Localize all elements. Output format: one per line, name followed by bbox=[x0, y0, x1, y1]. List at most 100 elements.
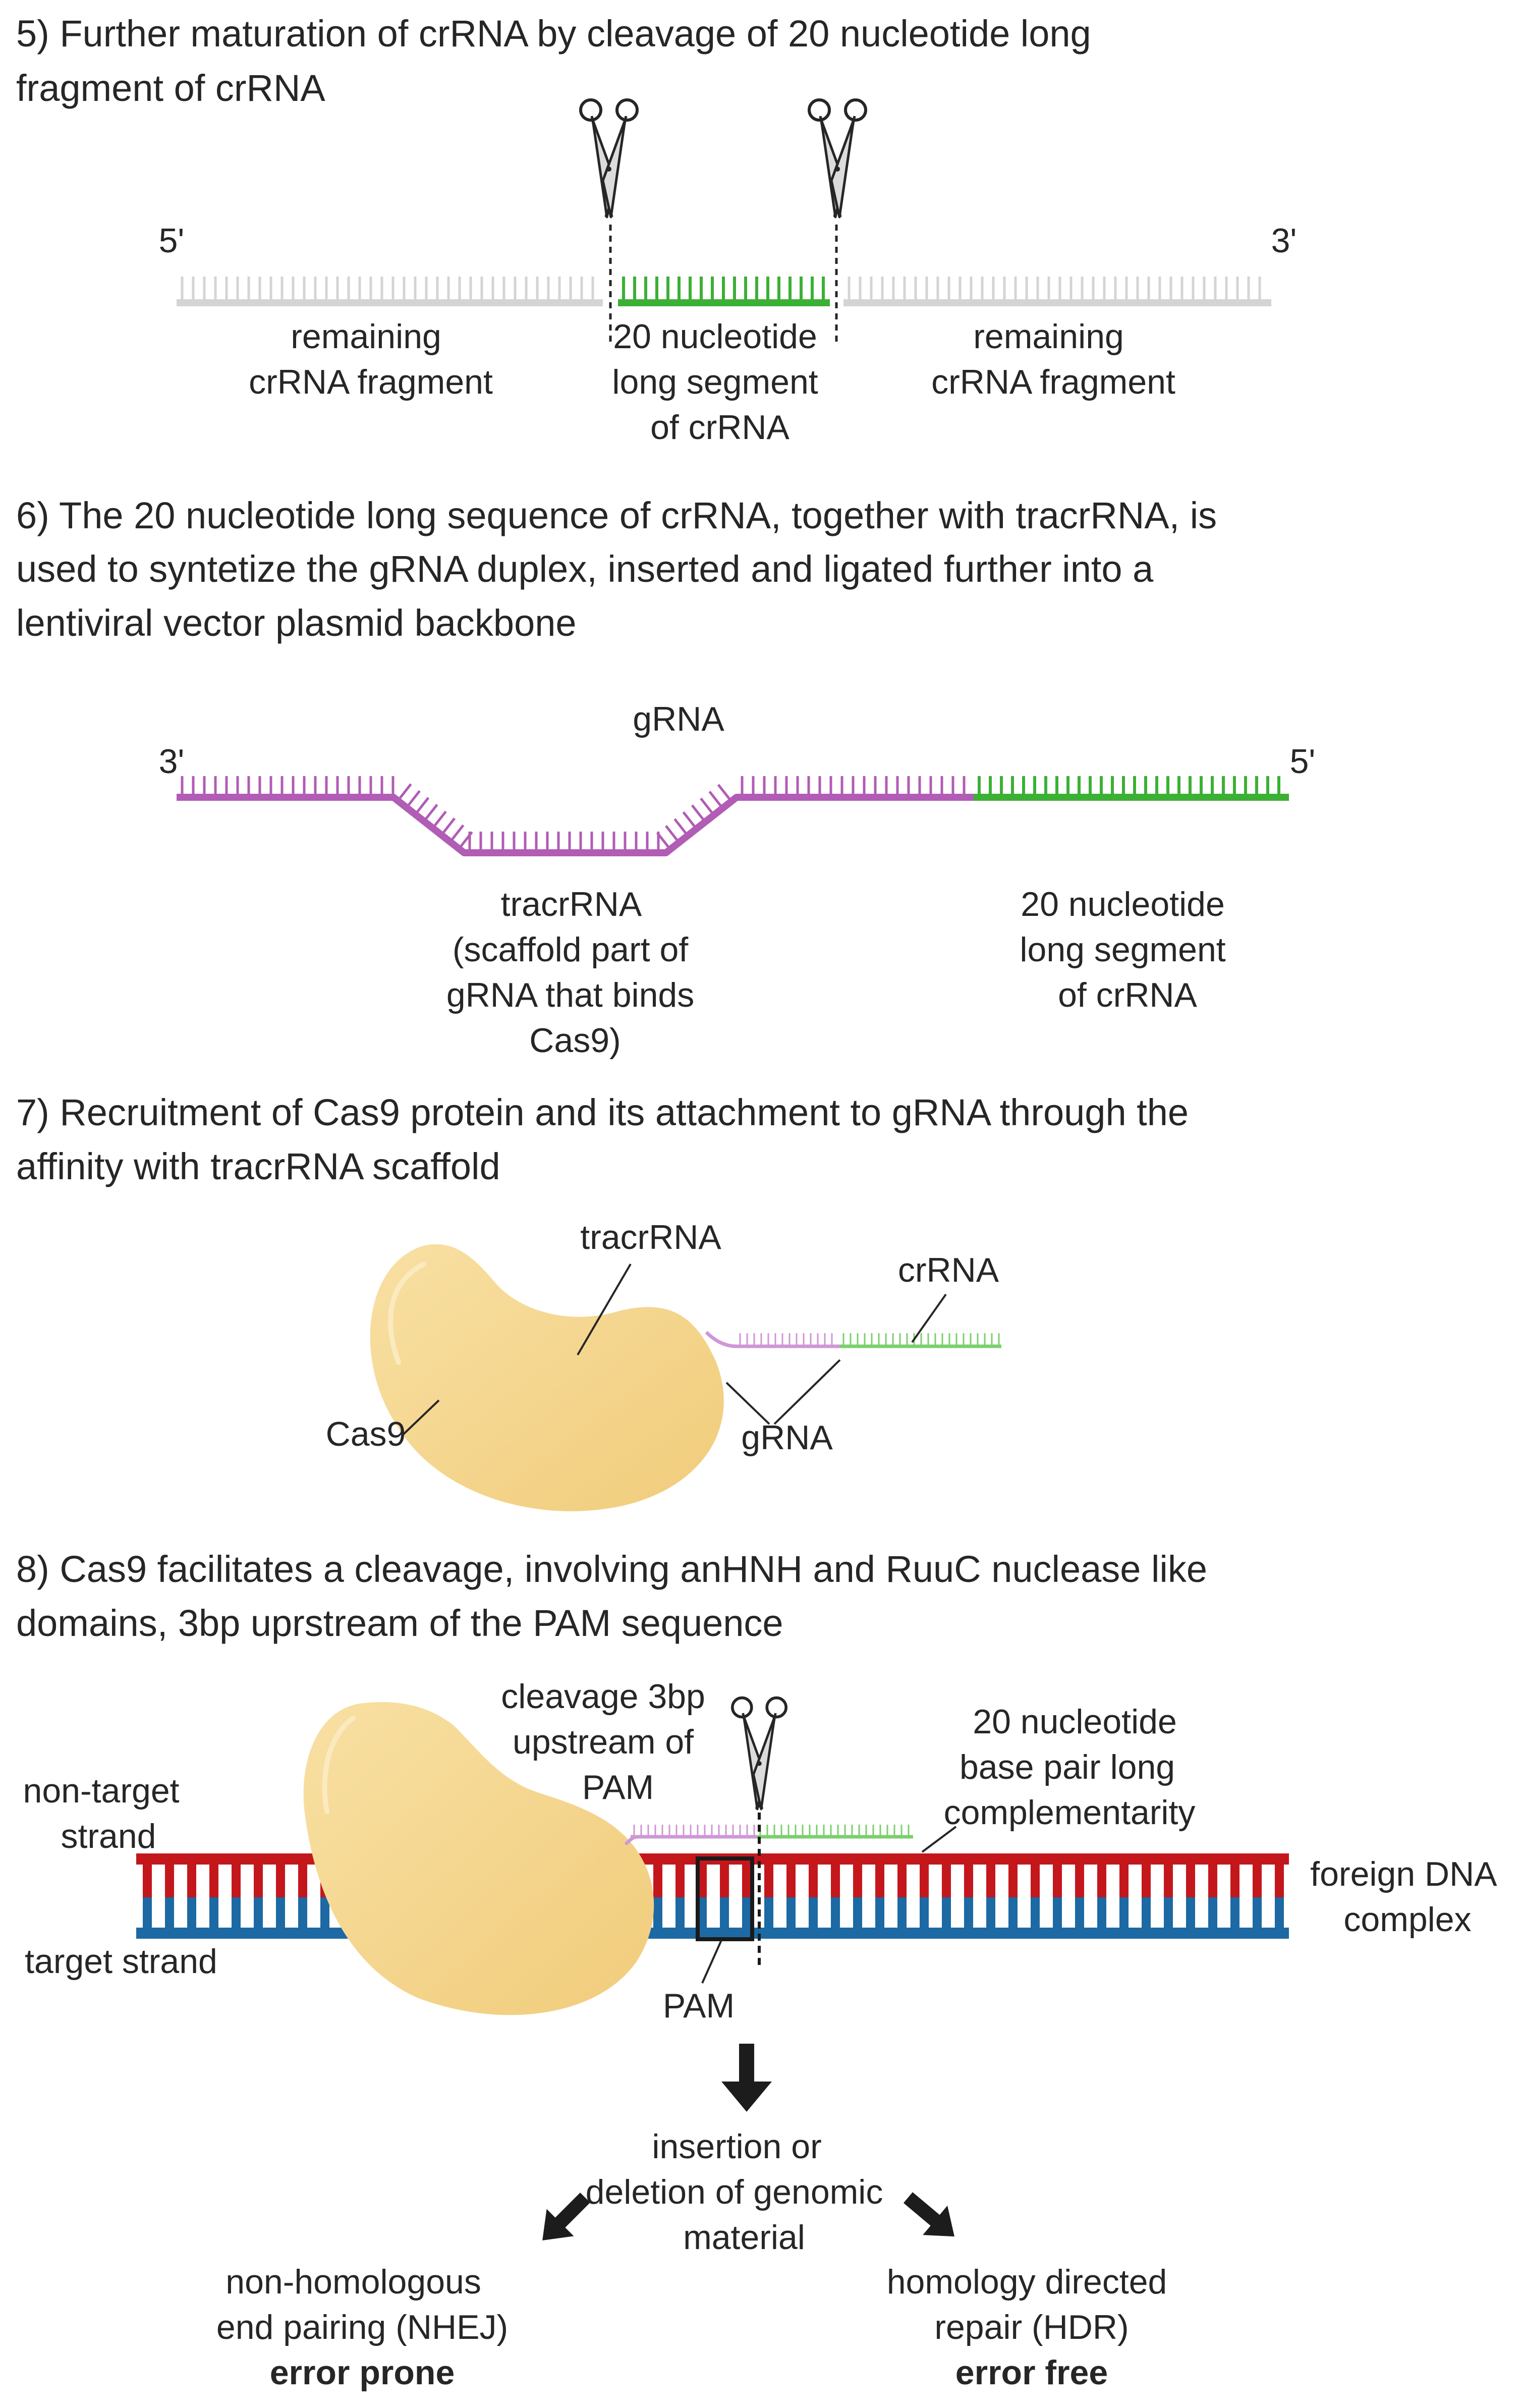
cas9-pointer bbox=[403, 1399, 440, 1435]
base-pair-top bbox=[1031, 1862, 1040, 1897]
label-line: complementarity bbox=[944, 1793, 1196, 1832]
target-backbone bbox=[136, 1928, 1289, 1939]
hdr-label: homology directed repair (HDR) bbox=[887, 2263, 1177, 2346]
base-pair-top bbox=[720, 1862, 729, 1897]
cas9-protein bbox=[370, 1244, 724, 1511]
crrna-label: crRNA bbox=[898, 1251, 999, 1289]
scissors-icon bbox=[581, 100, 637, 217]
base-pair-bottom bbox=[209, 1897, 218, 1930]
base-pair-top bbox=[764, 1862, 773, 1897]
label-line: material bbox=[683, 2218, 805, 2257]
three-prime-label: 3' bbox=[159, 742, 185, 781]
foreign-dna-duplex bbox=[136, 1853, 1289, 1939]
base-pair-top bbox=[1075, 1862, 1084, 1897]
outcome-label: insertion or deletion of genomic materia… bbox=[586, 2127, 893, 2257]
nucleotide-tick bbox=[708, 791, 724, 809]
base-pair-bottom bbox=[786, 1897, 796, 1930]
label-line: PAM bbox=[582, 1768, 654, 1807]
base-pair-top bbox=[1119, 1862, 1129, 1897]
cas9-highlight bbox=[322, 1716, 356, 1814]
label-line: long segment bbox=[612, 363, 818, 401]
base-pair-bottom bbox=[1253, 1897, 1262, 1930]
base-pair-bottom bbox=[1208, 1897, 1217, 1930]
nucleotide-tick bbox=[700, 797, 715, 816]
base-pair-top bbox=[786, 1862, 796, 1897]
section-6: 6) The 20 nucleotide long sequence of cr… bbox=[16, 495, 1315, 1060]
three-prime-label: 3' bbox=[1271, 222, 1297, 260]
nucleotide-tick bbox=[405, 790, 421, 808]
base-pair-top bbox=[809, 1862, 818, 1897]
base-pair-bottom bbox=[1119, 1897, 1129, 1930]
base-pair-top bbox=[143, 1862, 152, 1897]
section5-heading-line: fragment of crRNA bbox=[16, 67, 325, 109]
label-line: deletion of genomic bbox=[586, 2173, 883, 2211]
label-line: foreign DNA bbox=[1310, 1855, 1497, 1893]
label-line: 20 nucleotide bbox=[613, 317, 817, 356]
label-line: crRNA fragment bbox=[249, 363, 493, 401]
tracrrna-label: tracrRNA bbox=[580, 1218, 721, 1256]
label-line: remaining bbox=[973, 317, 1124, 356]
base-pair-top bbox=[742, 1862, 751, 1897]
base-pair-top bbox=[675, 1862, 685, 1897]
base-pair-bottom bbox=[831, 1897, 840, 1930]
base-pair-bottom bbox=[675, 1897, 685, 1930]
left-fragment-label: remaining crRNA fragment bbox=[249, 317, 493, 401]
section6-heading-line: 6) The 20 nucleotide long sequence of cr… bbox=[16, 495, 1217, 536]
base-pair-top bbox=[276, 1862, 285, 1897]
label-line: cleavage 3bp bbox=[501, 1677, 705, 1716]
cleavage-label: cleavage 3bp upstream of PAM bbox=[501, 1677, 714, 1807]
base-pair-bottom bbox=[1142, 1897, 1151, 1930]
label-line: strand bbox=[61, 1817, 156, 1855]
base-pair-bottom bbox=[232, 1897, 241, 1930]
base-pair-top bbox=[209, 1862, 218, 1897]
base-pair-top bbox=[831, 1862, 840, 1897]
section8-heading-line: 8) Cas9 facilitates a cleavage, involvin… bbox=[16, 1548, 1207, 1590]
target-strand-label: target strand bbox=[25, 1942, 217, 1981]
base-pair-bottom bbox=[764, 1897, 773, 1930]
label-line: remaining bbox=[291, 317, 441, 356]
base-pair-bottom bbox=[1031, 1897, 1040, 1930]
base-pair-top bbox=[187, 1862, 196, 1897]
base-pair-top bbox=[298, 1862, 307, 1897]
base-pair-bottom bbox=[1097, 1897, 1106, 1930]
base-pair-bottom bbox=[653, 1897, 662, 1930]
section-5: 5) Further maturation of crRNA by cleava… bbox=[16, 13, 1296, 447]
base-pair-bottom bbox=[1230, 1897, 1239, 1930]
arrow-left-icon bbox=[542, 2193, 590, 2240]
base-pair-bottom bbox=[1008, 1897, 1018, 1930]
base-pair-top bbox=[232, 1862, 241, 1897]
grna-pointer bbox=[773, 1359, 841, 1425]
base-pair-top bbox=[653, 1862, 662, 1897]
base-pair-top bbox=[920, 1862, 929, 1897]
base-pair-top bbox=[698, 1862, 707, 1897]
label-line: non-target bbox=[23, 1772, 180, 1810]
right-fragment-label: remaining crRNA fragment bbox=[931, 317, 1175, 401]
scissors-icon bbox=[809, 100, 866, 217]
base-pair-bottom bbox=[942, 1897, 951, 1930]
nucleotide-tick bbox=[440, 817, 456, 836]
crrna-20nt-segment bbox=[618, 277, 830, 306]
base-pair-top bbox=[1186, 1862, 1195, 1897]
base-pair-top bbox=[897, 1862, 907, 1897]
label-line: non-homologous bbox=[226, 2263, 481, 2301]
base-pair-bottom bbox=[1164, 1897, 1173, 1930]
nucleotide-tick bbox=[665, 825, 680, 844]
grna-pointer bbox=[725, 1382, 770, 1425]
section7-heading-line: affinity with tracrRNA scaffold bbox=[16, 1145, 500, 1187]
section6-heading-line: used to syntetize the gRNA duplex, inser… bbox=[16, 548, 1154, 590]
complementarity-label: 20 nucleotide base pair long complementa… bbox=[944, 1703, 1196, 1832]
label-line: crRNA fragment bbox=[931, 363, 1175, 401]
label-line: of crRNA bbox=[1058, 976, 1197, 1014]
cas9-protein bbox=[303, 1702, 654, 2015]
base-pair-bottom bbox=[698, 1897, 707, 1930]
rna-backbone bbox=[177, 794, 974, 856]
cas9-highlight bbox=[388, 1262, 426, 1365]
nhej-label: non-homologous end pairing (NHEJ) bbox=[216, 2263, 508, 2346]
base-pair-top bbox=[986, 1862, 995, 1897]
pam-box bbox=[696, 1856, 754, 1941]
base-pair-bottom bbox=[320, 1897, 329, 1930]
base-pair-bottom bbox=[742, 1897, 751, 1930]
section8-heading: 8) Cas9 facilitates a cleavage, involvin… bbox=[16, 1548, 1218, 1644]
label-line: 20 nucleotide bbox=[1021, 885, 1225, 923]
rna-backbone bbox=[705, 1331, 737, 1348]
